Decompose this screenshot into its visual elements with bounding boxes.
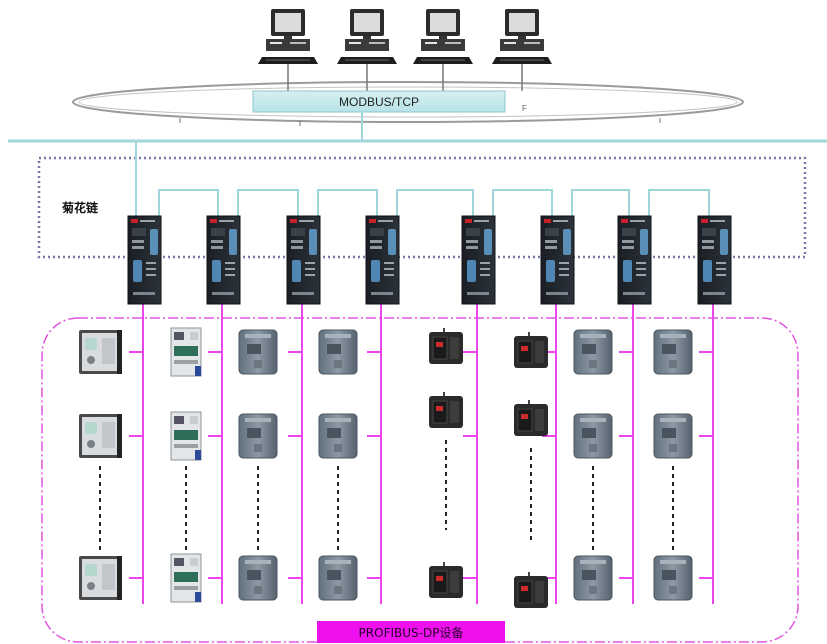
gateway-module-icon xyxy=(127,215,162,305)
devices-layer xyxy=(79,327,693,608)
drive-device-icon xyxy=(653,329,693,375)
modbus-label: MODBUS/TCP xyxy=(339,95,419,109)
meter-device-icon xyxy=(429,562,463,598)
drive-device-icon xyxy=(238,329,278,375)
gateway-module-icon xyxy=(617,215,652,305)
drive-device-icon xyxy=(318,413,358,459)
starter-device-icon xyxy=(79,414,122,458)
profibus-lines xyxy=(129,302,714,604)
svg-text:F: F xyxy=(522,104,527,113)
gateway-module-icon xyxy=(697,215,732,305)
chain-link xyxy=(648,189,710,220)
starter-device-icon xyxy=(79,330,122,374)
gateway-module-icon xyxy=(540,215,575,305)
meter-device-icon xyxy=(514,400,548,436)
meter-device-icon xyxy=(514,572,548,608)
drive-device-icon xyxy=(318,555,358,601)
drive-device-icon xyxy=(573,413,613,459)
chain-link xyxy=(396,189,474,220)
breaker-device-icon xyxy=(170,553,202,603)
gateway-module-icon xyxy=(206,215,241,305)
meter-device-icon xyxy=(429,392,463,428)
breaker-device-icon xyxy=(170,411,202,461)
chain-link xyxy=(237,189,299,220)
profibus-label: PROFIBUS-DP设备 xyxy=(359,626,464,640)
gateways-layer xyxy=(127,215,732,305)
desktop-computer-icon xyxy=(258,9,318,91)
profibus-label-box xyxy=(317,621,505,643)
modbus-bus: MODBUS/TCP F xyxy=(252,90,527,141)
breaker-device-icon xyxy=(170,327,202,377)
chain-link xyxy=(158,189,219,220)
drive-device-icon xyxy=(573,555,613,601)
desktop-computer-icon xyxy=(337,9,397,91)
drive-device-icon xyxy=(318,329,358,375)
drive-device-icon xyxy=(653,555,693,601)
drive-device-icon xyxy=(238,413,278,459)
drive-device-icon xyxy=(573,329,613,375)
drive-device-icon xyxy=(653,413,693,459)
daisy-chain-box xyxy=(37,156,807,259)
chain-links xyxy=(158,189,710,220)
drive-device-icon xyxy=(238,555,278,601)
chain-link xyxy=(492,189,553,220)
gateway-module-icon xyxy=(365,215,400,305)
desktop-computer-icon xyxy=(413,9,473,91)
meter-device-icon xyxy=(429,328,463,364)
ethernet-ring xyxy=(72,81,744,126)
chain-link xyxy=(571,189,630,220)
computers-layer xyxy=(258,9,552,91)
gateway-module-icon xyxy=(286,215,321,305)
daisy-chain-label: 菊花链 xyxy=(61,200,99,215)
meter-device-icon xyxy=(514,332,548,368)
starter-device-icon xyxy=(79,556,122,600)
gateway-module-icon xyxy=(461,215,496,305)
chain-link xyxy=(317,189,378,220)
desktop-computer-icon xyxy=(492,9,552,91)
